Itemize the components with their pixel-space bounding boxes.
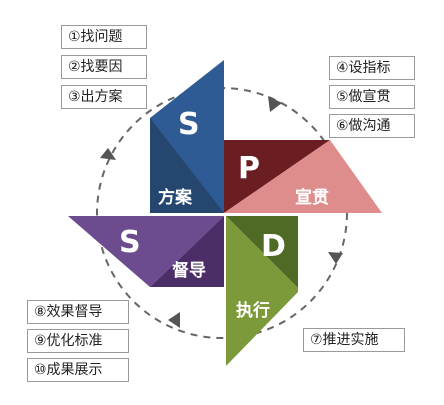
wing-top-left-label: 方案 xyxy=(158,187,193,208)
wing-top-left: S 方案 xyxy=(150,60,224,213)
cycle-arrow-top xyxy=(268,96,282,112)
wing-bottom-left-label: 督导 xyxy=(172,260,206,281)
step-box-3: ③出方案 xyxy=(61,85,147,109)
wing-bottom-right-letter: D xyxy=(261,229,286,264)
step-box-4: ④设指标 xyxy=(329,56,415,80)
wing-top-right-letter: P xyxy=(238,151,260,186)
wing-bottom-right: D 执行 xyxy=(226,216,298,366)
wing-top-right-label: 宣贯 xyxy=(295,187,329,208)
wing-top-right: P 宣贯 xyxy=(224,140,382,213)
step-box-9: ⑨优化标准 xyxy=(27,329,129,353)
wing-top-left-letter: S xyxy=(178,107,200,142)
wing-bottom-right-label: 执行 xyxy=(236,300,270,321)
step-box-6: ⑥做沟通 xyxy=(329,114,415,138)
step-box-10: ⑩成果展示 xyxy=(27,358,129,382)
step-box-8: ⑧效果督导 xyxy=(27,300,129,324)
wing-bottom-left-letter: S xyxy=(119,225,141,260)
step-box-2: ②找要因 xyxy=(61,55,147,79)
wing-bottom-left: S 督导 xyxy=(68,216,224,287)
step-box-7: ⑦推进实施 xyxy=(303,328,405,352)
cycle-arrow-right xyxy=(328,252,343,264)
cycle-arrow-bottom xyxy=(168,312,180,328)
step-box-5: ⑤做宣贯 xyxy=(329,85,415,109)
step-box-1: ①找问题 xyxy=(61,25,147,49)
cycle-arrow-left xyxy=(100,148,116,160)
